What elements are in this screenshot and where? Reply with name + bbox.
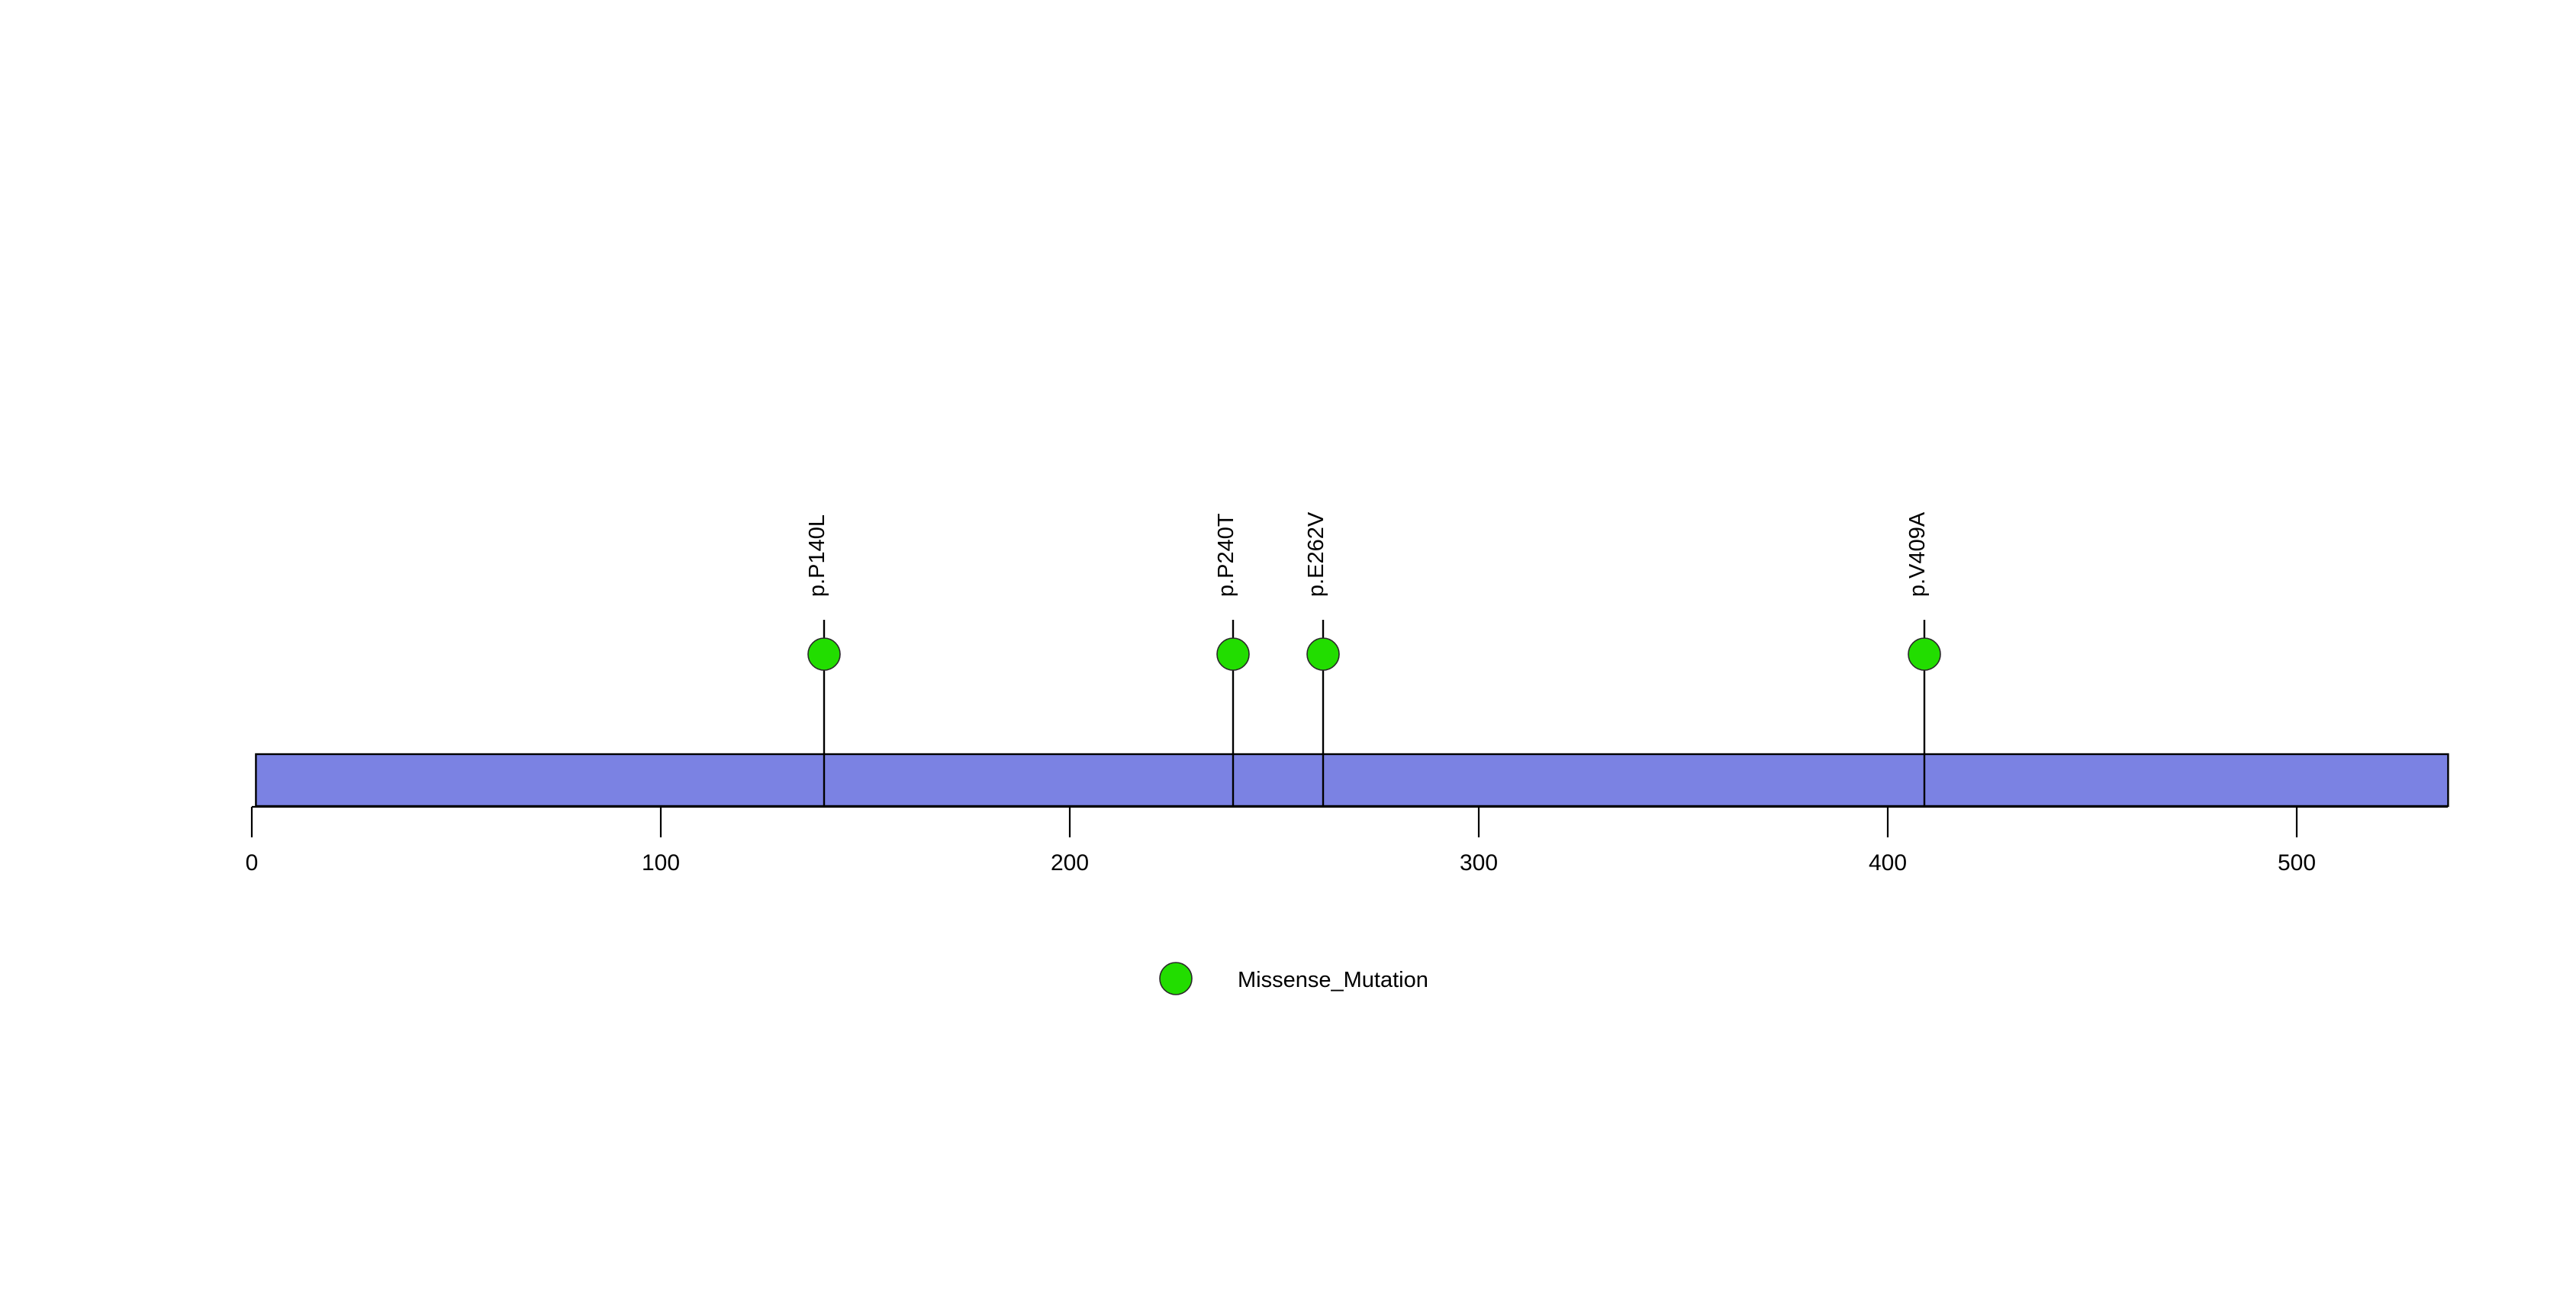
tick-label-500: 500 — [2278, 850, 2316, 876]
legend-label-missense-mutation: Missense_Mutation — [1238, 968, 1428, 992]
tick-label-300: 300 — [1460, 850, 1498, 876]
lollipop-label-p240t: p.P240T — [1214, 513, 1238, 597]
lollipop-label-p140l: p.P140L — [805, 514, 829, 597]
lollipop-p-e262v[interactable]: p.E262V — [1304, 511, 1340, 807]
legend: Missense_Mutation — [1159, 962, 1428, 995]
lollipop-label-e262v: p.E262V — [1304, 511, 1328, 597]
x-axis-ticks — [250, 807, 2298, 837]
lollipop-dot-p240t[interactable] — [1216, 637, 1250, 671]
tick-label-200: 200 — [1051, 850, 1089, 876]
lollipop-p-p240t[interactable]: p.P240T — [1214, 513, 1250, 807]
lollipop-dot-e262v[interactable] — [1306, 637, 1340, 671]
legend-marker-missense-mutation[interactable] — [1159, 962, 1193, 995]
x-axis-tick-labels: 0 100 200 300 400 500 — [246, 850, 2316, 876]
tick-label-0: 0 — [246, 850, 259, 876]
tick-label-100: 100 — [642, 850, 680, 876]
lollipop-dot-v409a[interactable] — [1908, 637, 1941, 671]
lollipop-p-p140l[interactable]: p.P140L — [805, 514, 841, 807]
lollipop-label-v409a: p.V409A — [1905, 511, 1930, 597]
lollipop-dot-p140l[interactable] — [807, 637, 841, 671]
tick-label-400: 400 — [1869, 850, 1907, 876]
protein-domain-track[interactable] — [255, 753, 2449, 808]
lollipop-p-v409a[interactable]: p.V409A — [1905, 511, 1941, 807]
